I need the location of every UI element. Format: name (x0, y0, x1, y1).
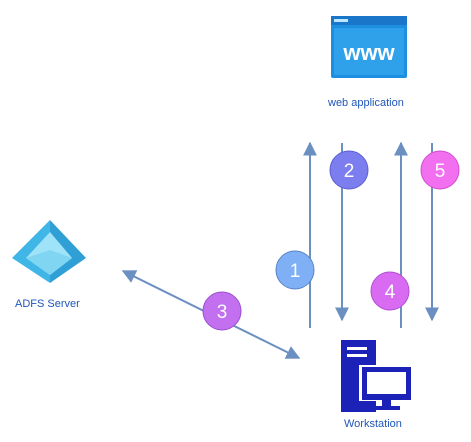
desktop-computer-icon (341, 340, 411, 412)
azure-ad-pyramid-icon (12, 220, 86, 283)
web-application-label: web application (328, 97, 404, 109)
web-browser-www-icon: www (331, 16, 407, 78)
step-number-3: 3 (217, 302, 228, 323)
adfs-server-label: ADFS Server (15, 298, 80, 310)
step-number-4: 4 (385, 282, 396, 303)
workstation-label: Workstation (344, 418, 402, 430)
www-glyph: www (342, 40, 395, 65)
step-badge-1: 1 (275, 250, 315, 290)
step-badge-3: 3 (202, 291, 242, 331)
step-number-2: 2 (344, 161, 355, 182)
step-badge-2: 2 (329, 150, 369, 190)
step-badge-5: 5 (420, 150, 460, 190)
step-number-1: 1 (290, 261, 301, 282)
step-number-5: 5 (435, 161, 446, 182)
step-badge-4: 4 (370, 271, 410, 311)
